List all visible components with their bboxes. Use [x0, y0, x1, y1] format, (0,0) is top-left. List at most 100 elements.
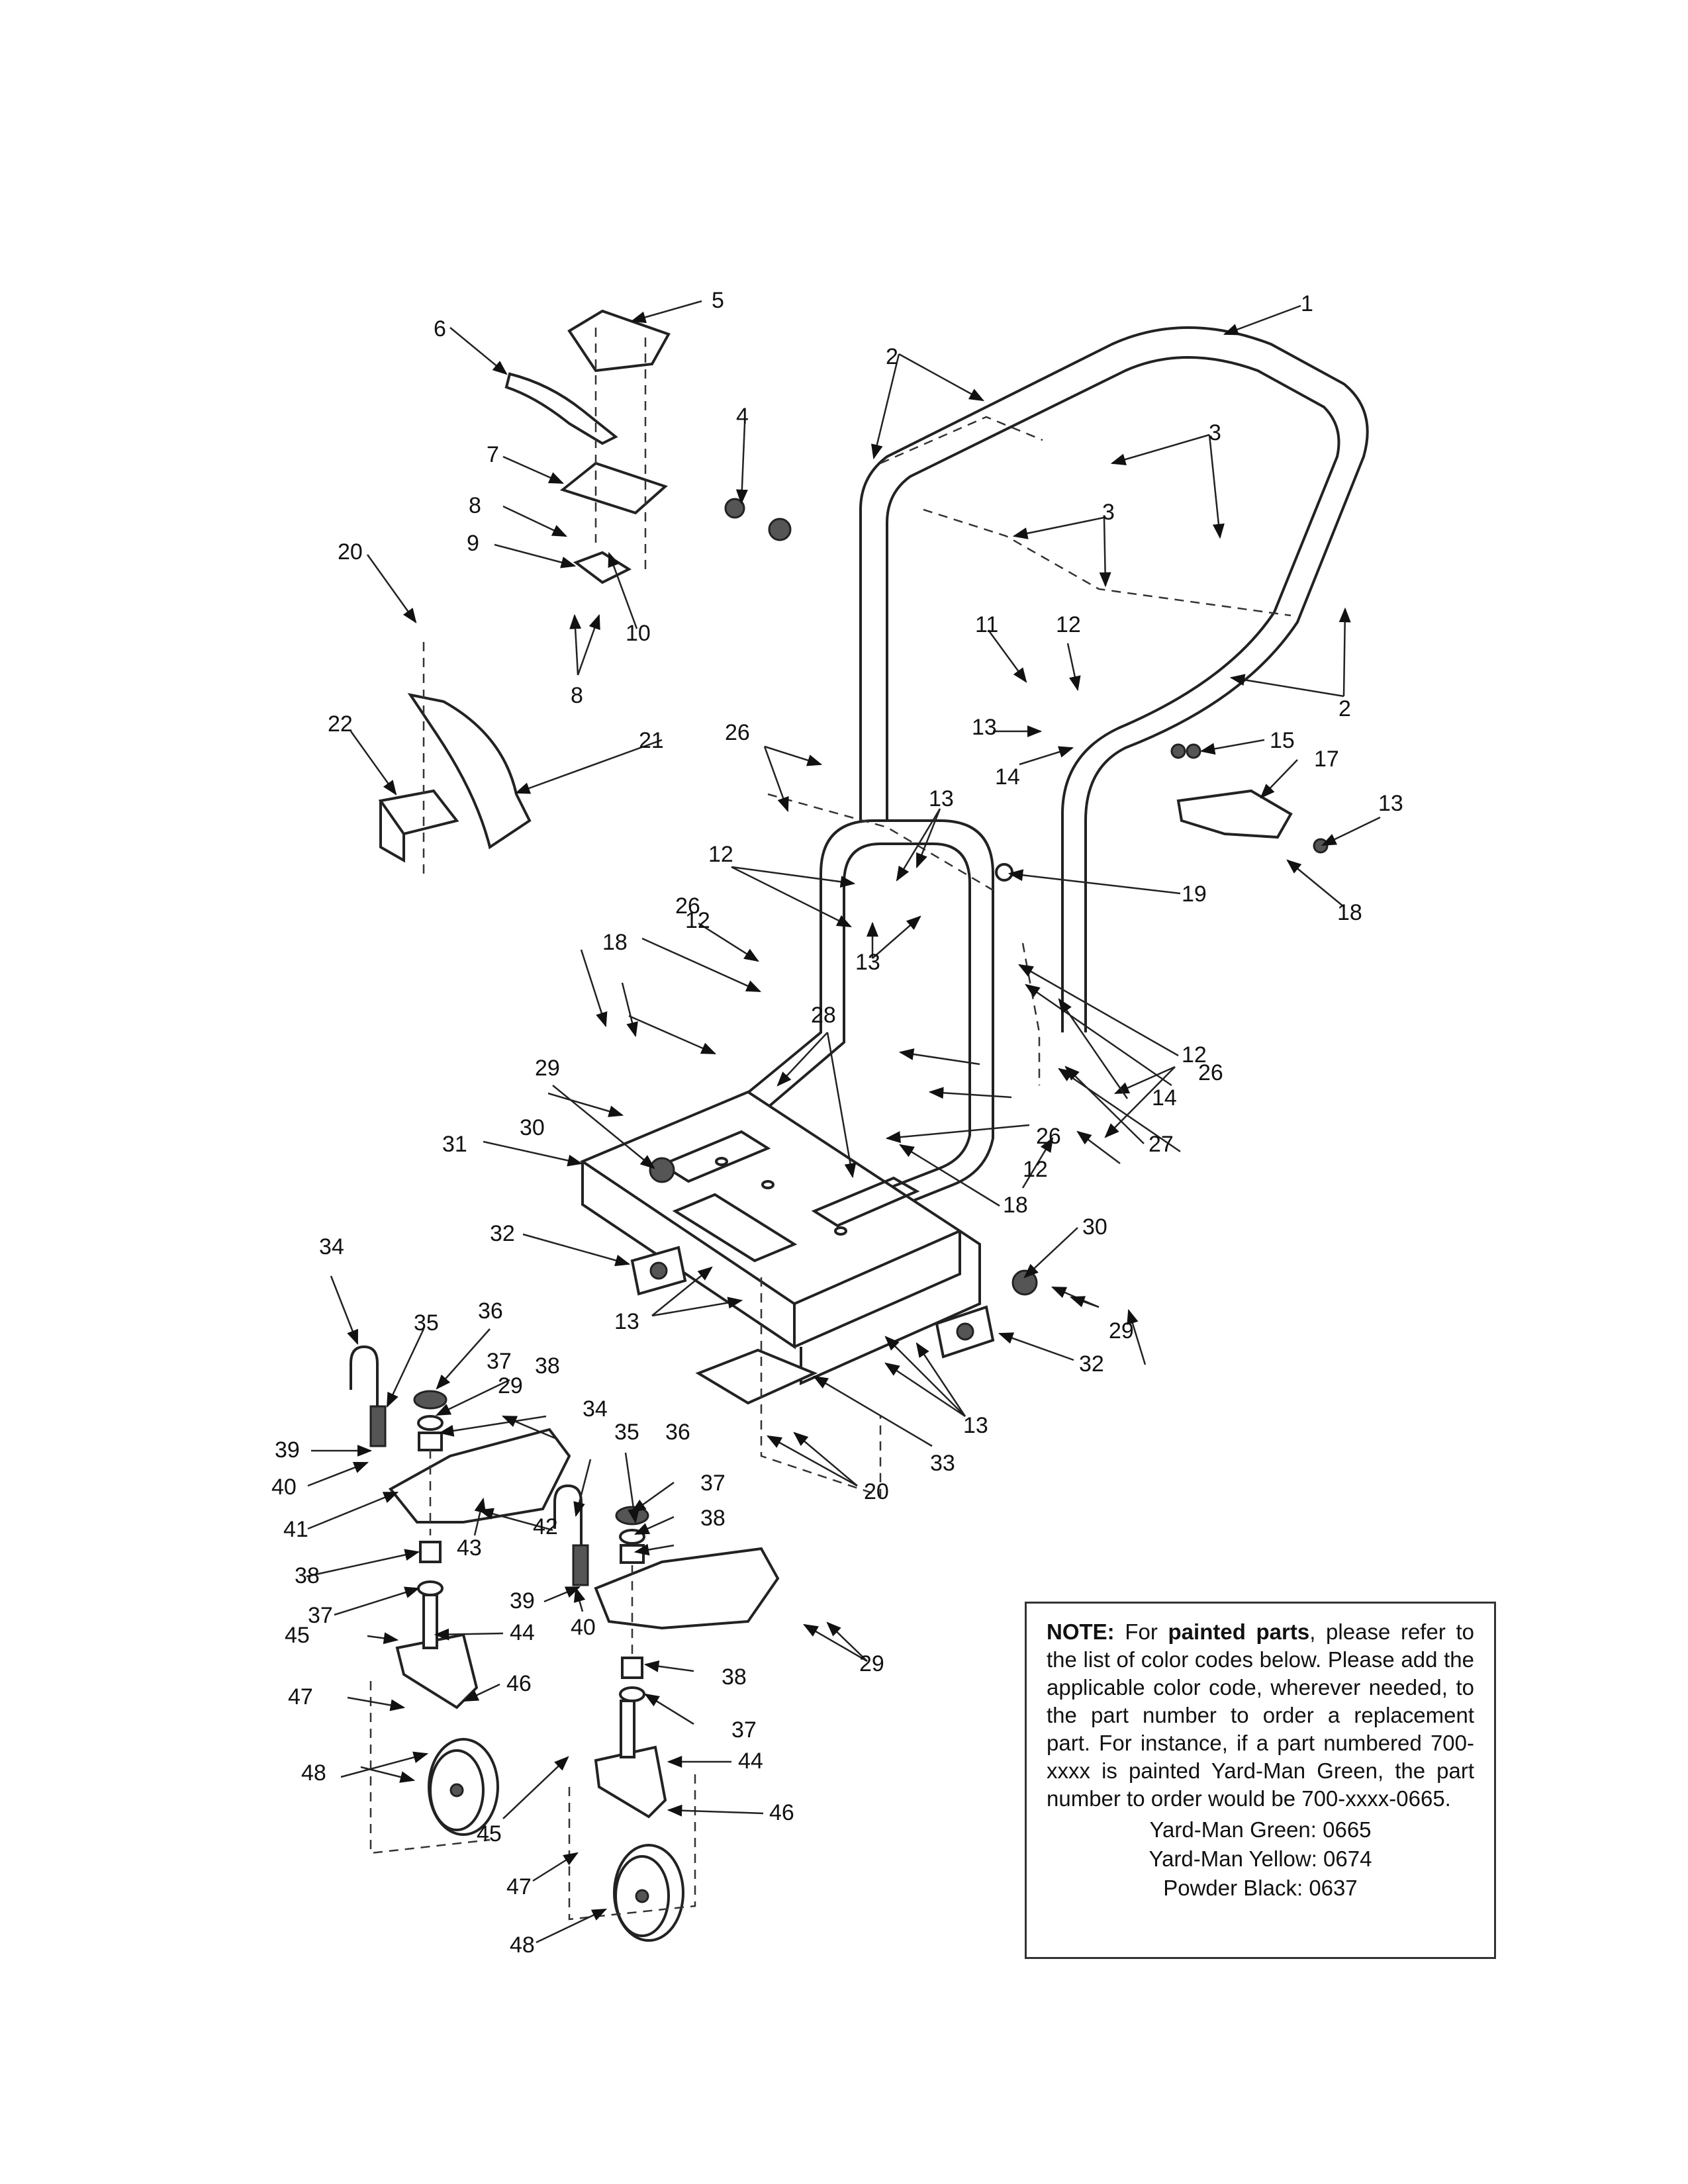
callout-31: 31 — [442, 1132, 467, 1157]
callout-41: 41 — [283, 1517, 308, 1542]
callout-30: 30 — [520, 1115, 545, 1140]
callout-38: 38 — [295, 1563, 320, 1588]
side-plate-left — [630, 1246, 687, 1296]
callout-2: 2 — [886, 344, 898, 369]
color-code-green: Yard-Man Green: 0665 — [1149, 1817, 1372, 1842]
castor-fork-left — [395, 1594, 479, 1709]
callout-48: 48 — [510, 1933, 535, 1958]
spring-right — [572, 1544, 589, 1586]
callout-26: 26 — [1198, 1060, 1223, 1085]
color-code-black: Powder Black: 0637 — [1163, 1876, 1358, 1900]
callout-29: 29 — [1109, 1318, 1134, 1343]
callout-37: 37 — [487, 1349, 512, 1374]
callout-26: 26 — [675, 893, 700, 919]
callout-45: 45 — [285, 1623, 310, 1648]
callout-32: 32 — [1079, 1351, 1104, 1377]
callout-17: 17 — [1314, 747, 1339, 772]
callout-30: 30 — [1082, 1214, 1107, 1240]
note-box: NOTE: For painted parts, please refer to… — [1025, 1602, 1496, 1959]
bracket-22 — [378, 789, 459, 863]
color-code-yellow: Yard-Man Yellow: 0674 — [1149, 1846, 1372, 1871]
deflector — [695, 1348, 818, 1405]
frame — [579, 1090, 981, 1386]
callout-47: 47 — [288, 1684, 313, 1709]
callout-13: 13 — [972, 715, 997, 740]
callout-8: 8 — [571, 683, 583, 708]
callout-26: 26 — [1036, 1124, 1061, 1149]
callout-45: 45 — [477, 1821, 502, 1846]
callout-29: 29 — [498, 1373, 523, 1398]
note-label: NOTE: — [1047, 1619, 1115, 1644]
callout-26: 26 — [725, 720, 750, 745]
callout-36: 36 — [478, 1298, 503, 1324]
callout-3: 3 — [1102, 500, 1115, 525]
callout-10: 10 — [626, 621, 651, 646]
callout-46: 46 — [506, 1671, 532, 1696]
callout-12: 12 — [685, 908, 710, 933]
note-text: NOTE: For painted parts, please refer to… — [1047, 1618, 1474, 1813]
callout-13: 13 — [614, 1309, 639, 1334]
callout-28: 28 — [811, 1003, 836, 1028]
callout-9: 9 — [467, 531, 479, 556]
control-bracket — [559, 461, 668, 515]
control-cover — [567, 309, 671, 373]
callout-13: 13 — [963, 1413, 988, 1438]
callout-38: 38 — [722, 1664, 747, 1690]
callout-34: 34 — [319, 1234, 344, 1259]
callout-47: 47 — [506, 1874, 532, 1899]
callout-2: 2 — [1338, 696, 1351, 721]
callout-7: 7 — [487, 442, 499, 467]
callout-21: 21 — [639, 728, 664, 753]
callout-20: 20 — [864, 1479, 889, 1504]
callout-1: 1 — [1301, 291, 1313, 316]
leader-lines — [306, 300, 1381, 1944]
callout-4: 4 — [736, 404, 749, 429]
callout-44: 44 — [738, 1749, 763, 1774]
callout-14: 14 — [1152, 1085, 1177, 1111]
callout-36: 36 — [665, 1420, 690, 1445]
callout-3: 3 — [1209, 420, 1221, 445]
callout-18: 18 — [1337, 900, 1362, 925]
callout-13: 13 — [1378, 791, 1403, 816]
hardware — [413, 498, 1329, 1702]
control-clip — [573, 551, 632, 584]
callout-29: 29 — [535, 1056, 560, 1081]
callout-40: 40 — [271, 1475, 297, 1500]
note-lead: For — [1125, 1619, 1158, 1644]
callout-34: 34 — [583, 1396, 608, 1422]
lower-handle — [707, 819, 994, 1212]
callout-13: 13 — [855, 950, 880, 975]
callout-labels: 1 2 2 3 3 4 5 6 7 8 8 9 10 11 12 12 12 1… — [271, 288, 1403, 1958]
callout-35: 35 — [614, 1420, 639, 1445]
callout-12: 12 — [1023, 1157, 1048, 1182]
callout-46: 46 — [769, 1800, 794, 1825]
callout-43: 43 — [457, 1535, 482, 1561]
callout-20: 20 — [338, 539, 363, 565]
callout-12: 12 — [1182, 1042, 1207, 1068]
callout-32: 32 — [490, 1221, 515, 1246]
callout-35: 35 — [414, 1310, 439, 1336]
upper-handle — [859, 326, 1369, 1032]
callout-39: 39 — [275, 1437, 300, 1463]
callout-14: 14 — [995, 764, 1020, 790]
callout-42: 42 — [533, 1514, 558, 1539]
callout-44: 44 — [510, 1620, 535, 1645]
callout-6: 6 — [434, 316, 446, 341]
callout-38: 38 — [535, 1353, 560, 1379]
callout-40: 40 — [571, 1615, 596, 1640]
callout-15: 15 — [1270, 728, 1295, 753]
callout-37: 37 — [308, 1603, 333, 1628]
control-lever — [504, 372, 618, 445]
castor-fork-right — [594, 1700, 667, 1819]
wheel-right — [613, 1844, 684, 1942]
callout-33: 33 — [930, 1451, 955, 1476]
callout-18: 18 — [1003, 1193, 1028, 1218]
side-plate-right — [935, 1305, 995, 1359]
callout-37: 37 — [731, 1717, 757, 1743]
hairpin-left — [350, 1345, 379, 1443]
note-body: , please refer to the list of color code… — [1047, 1619, 1475, 1811]
callout-48: 48 — [301, 1760, 326, 1786]
callout-27: 27 — [1149, 1132, 1174, 1157]
castor-arm-left — [388, 1428, 571, 1524]
